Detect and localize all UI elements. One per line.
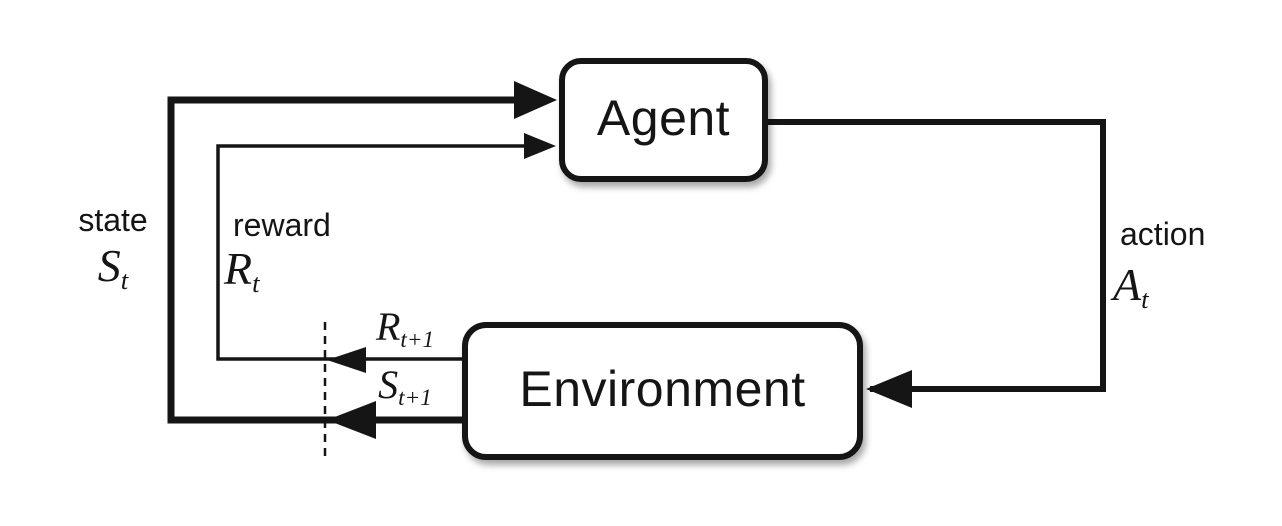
reward-into-agent-arrowhead [524, 133, 556, 159]
reward-word-label: reward [233, 207, 331, 243]
state-wire [167, 96, 518, 424]
state-word-label: state [78, 202, 148, 238]
next-reward-arrowhead [327, 347, 366, 373]
agent-label: Agent [596, 90, 731, 146]
action-into-environment-arrowhead [866, 370, 912, 408]
environment-label: Environment [519, 361, 806, 417]
action-symbol: At [1113, 259, 1149, 314]
next-state-arrowhead [327, 401, 376, 439]
next-reward-symbol: Rt+1 [375, 304, 435, 353]
state-symbol: St [97, 240, 129, 295]
reward-symbol: Rt [224, 243, 260, 298]
next-state-symbol: St+1 [378, 362, 432, 411]
action-word-label: action [1120, 216, 1206, 252]
state-into-agent-arrowhead [514, 81, 557, 119]
environment-node: Environment [462, 322, 863, 460]
action-wire [768, 119, 1106, 392]
agent-node: Agent [559, 58, 768, 182]
